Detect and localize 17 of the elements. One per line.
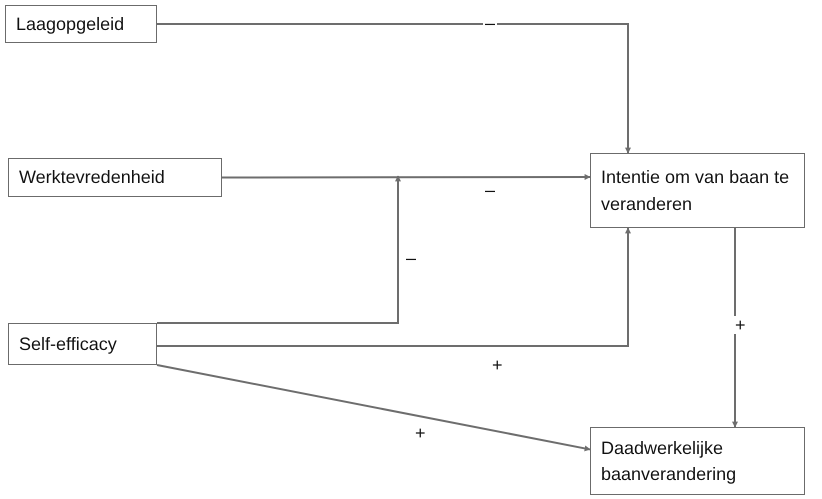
- arrow: [157, 227, 631, 347]
- concept-box: [590, 153, 805, 228]
- concept-box: [5, 5, 157, 43]
- concept-label: Laagopgeleid: [16, 12, 124, 36]
- concept-box: [590, 427, 805, 495]
- arrow: [157, 175, 401, 324]
- arrow: [222, 174, 591, 180]
- concept-label: Intentie om van baan te veranderen: [601, 166, 790, 216]
- arrow: [157, 23, 631, 154]
- concept-label: Self-efficacy: [19, 332, 117, 356]
- concept-box: [8, 158, 222, 197]
- edge-label: +: [733, 316, 748, 334]
- concept-box: [8, 323, 157, 365]
- concept-label: Daadwerkelijke baanverandering: [601, 436, 738, 486]
- concept-label: Werktevredenheid: [19, 166, 165, 190]
- arrow: [156, 364, 591, 452]
- arrow: [732, 228, 738, 428]
